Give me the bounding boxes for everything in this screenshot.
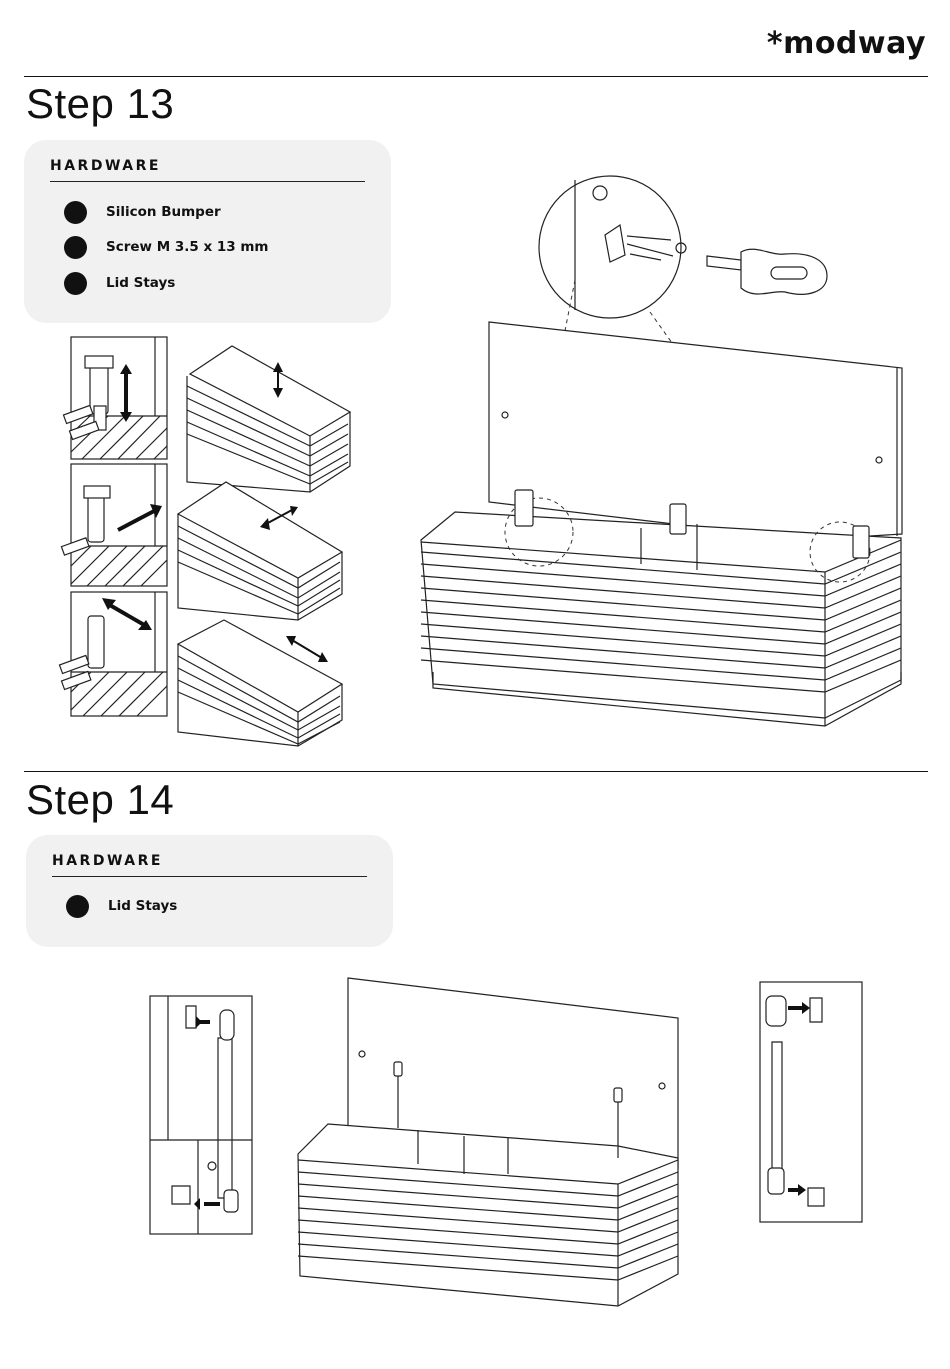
- brand-logo: *modway: [767, 26, 926, 61]
- hinge-detail-lateral: [59, 592, 167, 716]
- hardware-item-label: Screw M 3.5 x 13 mm: [106, 239, 269, 255]
- hinge-detail-vertical: [63, 337, 167, 459]
- step14-divider: [24, 771, 928, 772]
- hardware-item-label: Lid Stays: [106, 275, 175, 291]
- box-lid-vertical: [187, 346, 350, 492]
- hardware-bullet-icon: [64, 236, 87, 259]
- hardware-item: Screw M 3.5 x 13 mm: [64, 235, 269, 259]
- box-lid-lateral: [178, 620, 342, 746]
- bench-lid: [489, 322, 902, 540]
- box-lid-depth: [178, 482, 342, 620]
- hardware-item-label: Silicon Bumper: [106, 204, 221, 220]
- step13-hardware-title: HARDWARE: [50, 158, 161, 174]
- step14-title: Step 14: [26, 776, 174, 824]
- hardware-item-label: Lid Stays: [108, 898, 177, 914]
- gas-strut-icon: [760, 982, 862, 1222]
- hinge-adjustment-illustration: [60, 334, 360, 754]
- bench-assembly-illustration: [415, 160, 925, 730]
- step13-title: Step 13: [26, 80, 174, 128]
- step13-divider: [24, 76, 928, 77]
- screwdriver-icon: [707, 249, 827, 294]
- step14-hardware-title: HARDWARE: [52, 853, 163, 869]
- lid-stay-detail-left: [150, 996, 252, 1234]
- hardware-item: Lid Stays: [66, 894, 177, 918]
- hinge-detail-depth: [61, 464, 167, 586]
- step13-hardware-rule: [50, 181, 365, 182]
- hardware-bullet-icon: [66, 895, 89, 918]
- hardware-item: Silicon Bumper: [64, 200, 221, 224]
- hardware-item: Lid Stays: [64, 271, 175, 295]
- lid-stay-illustration: [148, 978, 868, 1308]
- hardware-bullet-icon: [64, 272, 87, 295]
- step14-hardware-rule: [52, 876, 367, 877]
- step14-hardware-panel: HARDWARE Lid Stays: [26, 835, 393, 947]
- hardware-bullet-icon: [64, 201, 87, 224]
- screw-detail-zoom: [539, 176, 686, 318]
- step13-hardware-panel: HARDWARE Silicon Bumper Screw M 3.5 x 13…: [24, 140, 391, 323]
- lid-stay-bench: [298, 978, 678, 1306]
